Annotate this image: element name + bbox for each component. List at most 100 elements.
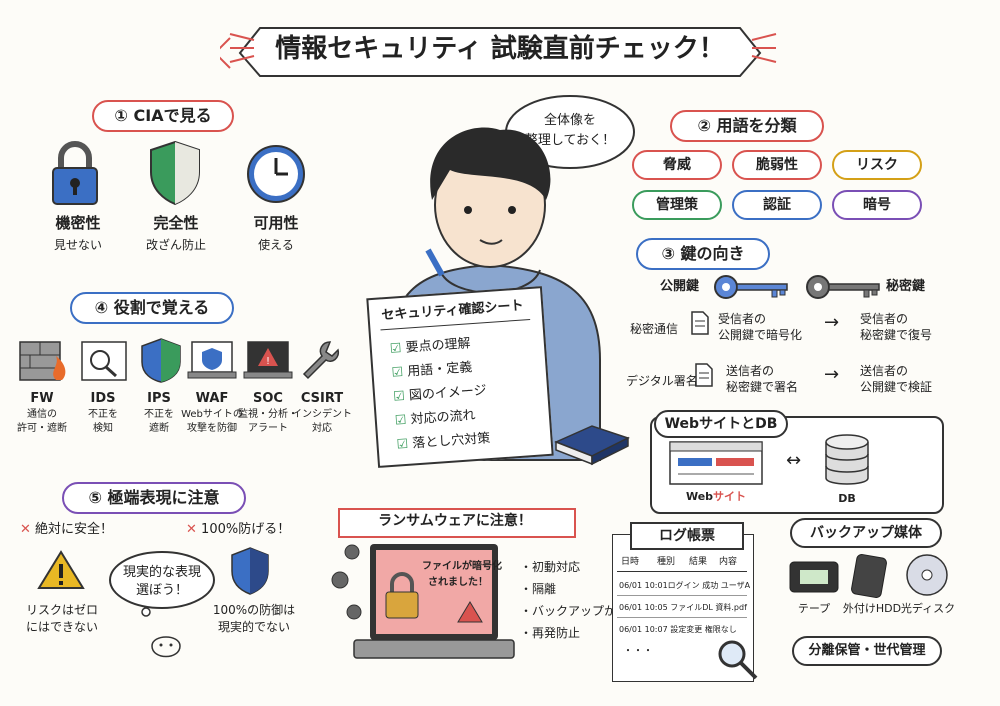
role-d2-1: 検知 [93,423,113,434]
ransom-step-0: ・初動対応 [520,560,581,574]
checklist-item-label: 対応の流れ [410,408,477,428]
section-heading-cia: ① CIAで見る [92,100,234,132]
web-site-label: Webサイト [686,490,746,504]
optical-disc-icon [906,554,948,596]
arrow-both-icon: ↔ [786,450,802,471]
role-d1-5: インシデント [292,409,352,420]
document-icon [691,311,709,335]
clock-icon [247,145,305,203]
checklist-item-2: ☑ 図のイメージ [393,383,488,404]
key-row-label-0: 秘密通信 [630,322,679,336]
checklist-item-3: ☑ 対応の流れ [394,408,477,429]
key-row-end2-0: 秘密鍵で復号 [860,328,933,342]
log-cell: 06/01 [619,603,643,612]
left-note-2: にはできない [25,620,99,634]
cross-icon: ✕ [186,522,197,537]
section-heading-extreme: ⑤ 極端表現に注意 [62,482,246,514]
right-note-2: 現実的でない [217,620,291,634]
role-d2-0: 許可・遮断 [17,423,67,434]
log-cell: DL [702,603,713,612]
checklist-item-label: 要点の理解 [405,336,472,356]
web-label-prefix: Web [685,490,714,503]
cia-desc-2: 使える [258,238,294,252]
thinking-face-icon [151,636,181,658]
role-d1-1: 不正を [88,409,118,420]
log-col-3: 内容 [719,557,738,567]
log-cell: 10:07 [644,625,668,634]
padlock-icon [52,141,98,205]
term-tag-2: リスク [832,150,922,180]
title-banner [220,27,762,77]
checkbox-checked-icon: ☑ [394,412,408,429]
virus-icon-group [331,544,362,620]
log-rule [617,617,747,618]
role-name-1: IDS [90,391,116,406]
term-tag-0: 脅威 [632,150,722,180]
speech-line-2: 整理しておく！ [524,133,616,148]
checklist-item-4: ☑ 落とし穴対策 [396,431,491,453]
role-name-0: FW [30,391,54,406]
public-key-label: 公開鍵 [660,279,700,294]
accent-marks-left [229,33,255,63]
key-row-mid2-0: 公開鍵で暗号化 [718,328,803,342]
cia-name-2: 可用性 [253,214,299,232]
magnifier-icon [718,640,758,680]
laptop-shield-icon [187,341,237,379]
key-row-mid1-0: 受信者の [718,312,767,326]
key-row-mid1-1: 送信者の [726,364,775,378]
checklist-item-label: 用語・定義 [406,360,473,380]
tape-icon [789,561,839,593]
role-name-4: SOC [253,391,283,406]
arrow-right-icon: → [824,364,840,385]
external-hdd-icon [851,553,887,598]
secret-key-label: 秘密鍵 [886,279,926,294]
firewall-icon [19,341,66,381]
arrow-right-icon: → [824,312,840,333]
checklist-item-label: 図のイメージ [408,383,488,404]
warning-icon [37,550,85,589]
ransom-step-1: ・隔離 [520,582,557,596]
shield-icon [231,547,269,595]
term-tag-1: 脆弱性 [732,150,822,180]
log-col-1: 種別 [657,557,676,567]
backup-media-0: テープ [797,602,831,615]
cia-desc-0: 見せない [53,238,103,252]
backup-heading: バックアップ媒体 [790,518,942,548]
left-claim-text: 絶対に安全！ [35,522,114,537]
right-claim: ✕ 100%防げる！ [186,523,290,537]
speech-line-1: 全体像を [543,113,597,128]
page-title: 情報セキュリティ 試験直前チェック！ [275,34,725,64]
backup-media-1: 外付けHDD [842,602,902,615]
role-d1-0: 通信の [27,409,57,420]
ransom-step-3: ・再発防止 [520,626,581,640]
cia-name-0: 機密性 [55,214,101,232]
magnifier-icon [81,341,127,381]
ransom-screen-2: されました！ [428,577,488,588]
log-cell: ファイル [670,603,703,612]
role-name-3: WAF [195,391,229,406]
key-row-end1-1: 送信者の [860,364,909,378]
log-row-2: 06/01 10:07 設定変更 権限なし [619,623,737,637]
term-tag-4: 認証 [732,190,822,220]
section-heading-roles: ④ 役割で覚える [70,292,234,324]
checkbox-checked-icon: ☑ [391,364,404,381]
section-heading-web-db: WebサイトとDB [654,410,788,438]
secret-key-icon [806,275,880,299]
shield-icon [150,140,200,206]
backup-note: 分離保管・世代管理 [792,636,942,666]
role-name-5: CSIRT [300,391,344,406]
web-label-suffix: サイト [713,490,747,503]
log-cell: 成功 [702,581,719,590]
log-cell: 資料.pdf [715,603,747,612]
ransom-banner [338,508,576,538]
log-rule [617,595,747,596]
svg-text:!: ! [266,356,270,367]
backup-media-2: 光ディスク [900,602,956,615]
cia-name-1: 完全性 [153,214,199,232]
log-col-0: 日時 [621,557,640,567]
log-cell: 権限なし [704,625,737,634]
role-d1-4: 監視・分析・ [238,409,298,420]
cross-icon: ✕ [20,522,31,537]
role-d1-2: 不正を [144,409,174,420]
